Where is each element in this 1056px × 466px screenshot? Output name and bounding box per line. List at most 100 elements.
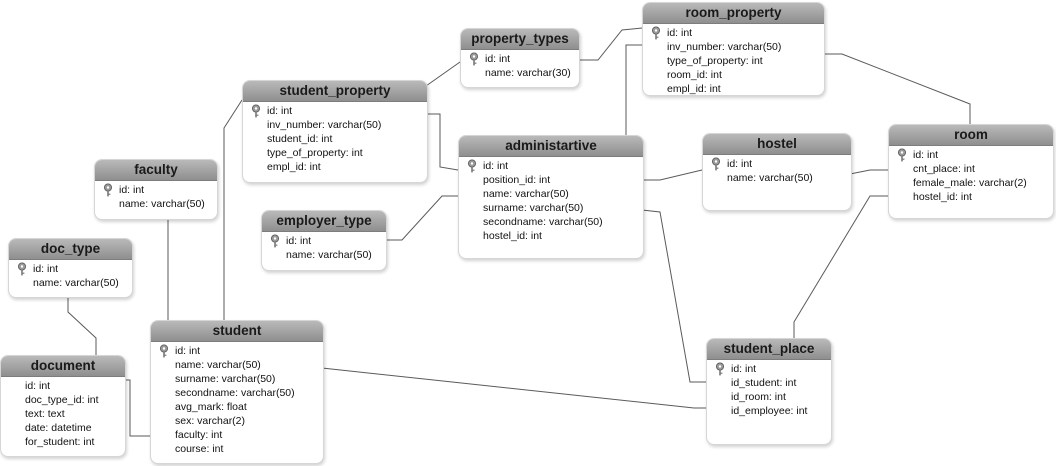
relationship-line [426, 113, 459, 171]
field-row: avg_mark: float [151, 400, 323, 414]
primary-key-field: id: int [707, 362, 831, 376]
key-icon [160, 344, 168, 358]
field-text: type_of_property: int [267, 147, 363, 159]
field-text: id: int [727, 158, 753, 170]
field-text: inv_number: varchar(50) [667, 41, 782, 53]
relationship-line [223, 99, 243, 320]
field-text: sex: varchar(2) [175, 415, 246, 427]
relationship-line [578, 27, 643, 61]
primary-key-field: id: int [243, 104, 427, 118]
field-row: hostel_id: int [889, 190, 1053, 204]
field-list: id: int name: varchar(50) [703, 155, 851, 185]
field-row: name: varchar(30) [461, 66, 579, 80]
field-text: name: varchar(50) [286, 249, 372, 261]
field-text: name: varchar(50) [727, 172, 813, 184]
field-row: name: varchar(50) [9, 276, 132, 290]
field-row: date: datetime [1, 421, 125, 435]
primary-key-field: id: int [461, 52, 579, 66]
field-row: sex: varchar(2) [151, 414, 323, 428]
field-row: id_student: int [707, 376, 831, 390]
relationship-line [642, 169, 703, 181]
table-title: room_property [643, 3, 824, 24]
field-row: doc_type_id: int [1, 393, 125, 407]
relationship-line [823, 53, 971, 124]
field-row: secondname: varchar(50) [151, 386, 323, 400]
primary-key-field: id: int [889, 148, 1053, 162]
key-icon [716, 362, 724, 376]
field-row: type_of_property: int [243, 146, 427, 160]
key-icon [468, 159, 476, 173]
field-text: surname: varchar(50) [175, 373, 276, 385]
relationship-line [849, 169, 888, 175]
field-row: female_male: varchar(2) [889, 176, 1053, 190]
field-row: course: int [151, 442, 323, 456]
key-icon [18, 262, 26, 276]
field-text: id_employee: int [731, 405, 808, 417]
relationship-line [67, 296, 97, 355]
table-room-property[interactable]: room_property id: int inv_number: varchar(… [642, 2, 825, 96]
field-text: name: varchar(50) [33, 277, 119, 289]
field-row: inv_number: varchar(50) [643, 40, 824, 54]
relationship-line [641, 209, 706, 383]
field-text: secondname: varchar(50) [483, 216, 603, 228]
field-text: surname: varchar(50) [483, 202, 584, 214]
primary-key-field: id: int [643, 26, 824, 40]
field-text: id_room: int [731, 391, 786, 403]
field-text: id: int [119, 184, 145, 196]
field-row: for_student: int [1, 435, 125, 449]
field-row: name: varchar(50) [95, 197, 217, 211]
field-text: inv_number: varchar(50) [267, 119, 382, 131]
field-text: name: varchar(50) [175, 359, 261, 371]
field-row: secondname: varchar(50) [459, 215, 643, 229]
field-row: room_id: int [643, 68, 824, 82]
key-icon [470, 52, 478, 66]
field-text: doc_type_id: int [25, 394, 99, 406]
relationship-line [321, 367, 706, 409]
field-text: id: int [25, 380, 51, 392]
key-icon [898, 148, 906, 162]
table-title: document [1, 356, 125, 377]
field-row: name: varchar(50) [703, 171, 851, 185]
field-text: name: varchar(50) [483, 188, 569, 200]
relationship-line [124, 379, 150, 437]
field-row: student_id: int [243, 132, 427, 146]
table-title: faculty [95, 160, 217, 181]
table-title: administartive [459, 136, 643, 157]
field-row: name: varchar(50) [262, 248, 386, 262]
relationship-line [385, 195, 458, 241]
field-row: surname: varchar(50) [459, 201, 643, 215]
field-row: surname: varchar(50) [151, 372, 323, 386]
field-text: id: int [667, 27, 693, 39]
field-row: name: varchar(50) [459, 187, 643, 201]
table-document[interactable]: document id: int doc_type_id: int text: tex… [0, 355, 126, 457]
field-row: name: varchar(50) [151, 358, 323, 372]
field-text: id: int [267, 105, 293, 117]
field-row: faculty: int [151, 428, 323, 442]
field-text: hostel_id: int [483, 230, 542, 242]
relationship-line [425, 61, 461, 87]
field-text: text: text [25, 408, 65, 420]
field-list: id: int inv_number: varchar(50) type_of_pr… [643, 24, 824, 95]
field-row: id: int [1, 379, 125, 393]
field-text: female_male: varchar(2) [913, 177, 1027, 189]
primary-key-field: id: int [262, 234, 386, 248]
field-text: position_id: int [483, 174, 551, 186]
field-text: empl_id: int [667, 83, 721, 95]
field-text: id: int [175, 345, 201, 357]
field-text: type_of_property: int [667, 55, 763, 67]
